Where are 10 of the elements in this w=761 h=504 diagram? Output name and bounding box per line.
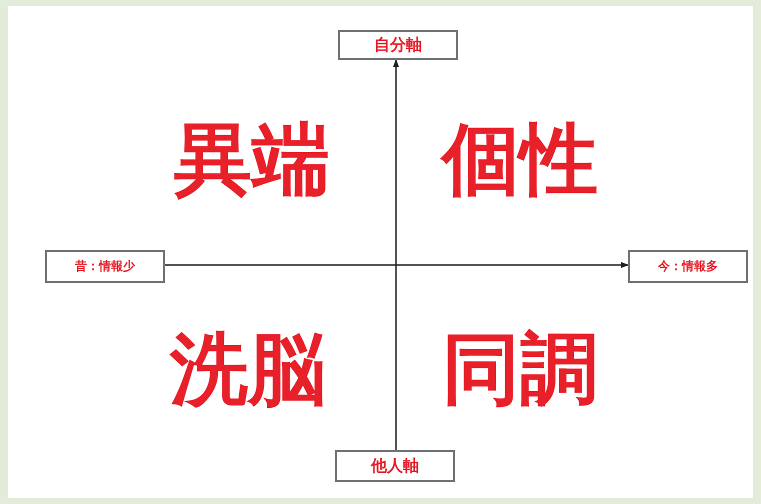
label-box: 他人軸 [335, 450, 455, 482]
quadrant-label: 異端 [174, 121, 330, 199]
label-box: 自分軸 [338, 30, 458, 60]
label-box: 昔：情報少 [45, 250, 165, 283]
quadrant-label: 洗脳 [170, 331, 326, 409]
arrow [393, 59, 399, 450]
quadrant-label: 個性 [442, 121, 598, 199]
quadrant-label: 同調 [442, 331, 598, 409]
arrow [165, 262, 629, 268]
label-box: 今：情報多 [628, 250, 748, 283]
